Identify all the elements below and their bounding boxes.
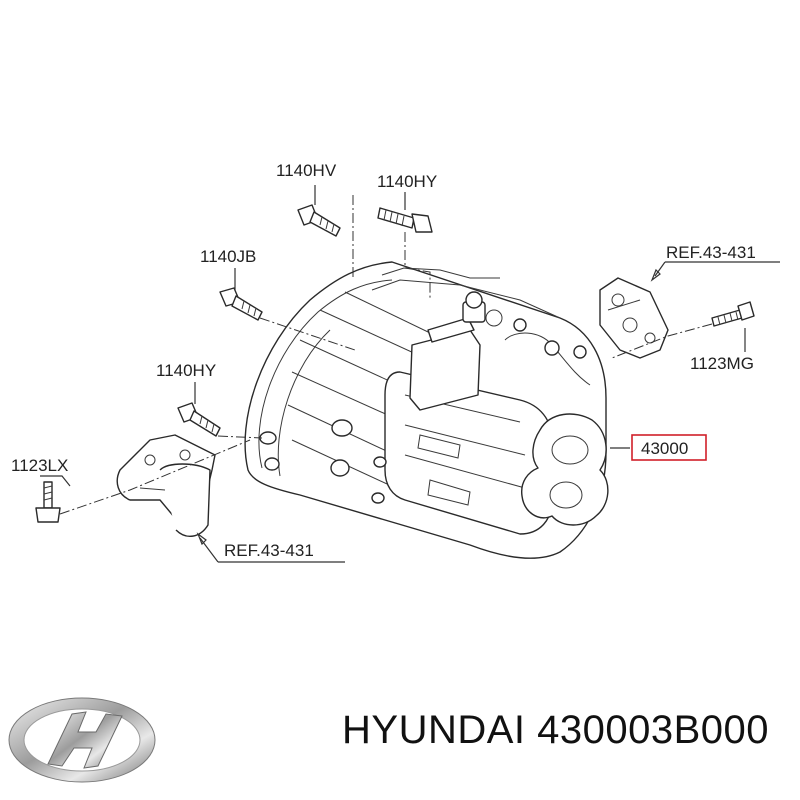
bolt-1140hy-top bbox=[377, 207, 433, 233]
callout-43000-box: 43000 bbox=[631, 434, 707, 461]
callout-1140hv: 1140HV bbox=[276, 161, 337, 180]
callout-1140jb: 1140JB bbox=[200, 247, 256, 266]
callout-ref-bottom: REF.43-431 bbox=[224, 541, 314, 560]
right-mount-bracket bbox=[599, 277, 669, 359]
callout-1140hy-top: 1140HY bbox=[377, 172, 437, 191]
bolt-1140jb bbox=[219, 287, 263, 321]
transmission-assembly bbox=[244, 261, 609, 559]
part-number-caption: HYUNDAI 430003B000 bbox=[342, 708, 770, 752]
callout-1123lx: 1123LX bbox=[11, 456, 68, 475]
bolt-1140hy-left bbox=[177, 402, 221, 437]
bolt-1123mg bbox=[711, 301, 755, 327]
hyundai-logo-icon bbox=[8, 697, 156, 783]
callout-1123mg: 1123MG bbox=[690, 354, 754, 373]
bolt-1123lx bbox=[35, 481, 61, 523]
bolt-1140hv bbox=[297, 204, 341, 237]
callout-1140hy-left: 1140HY bbox=[156, 361, 216, 380]
callout-43000: 43000 bbox=[641, 439, 688, 458]
left-mount-bracket bbox=[116, 434, 216, 537]
callout-ref-top: REF.43-431 bbox=[666, 243, 756, 262]
leader-lines bbox=[40, 185, 780, 563]
